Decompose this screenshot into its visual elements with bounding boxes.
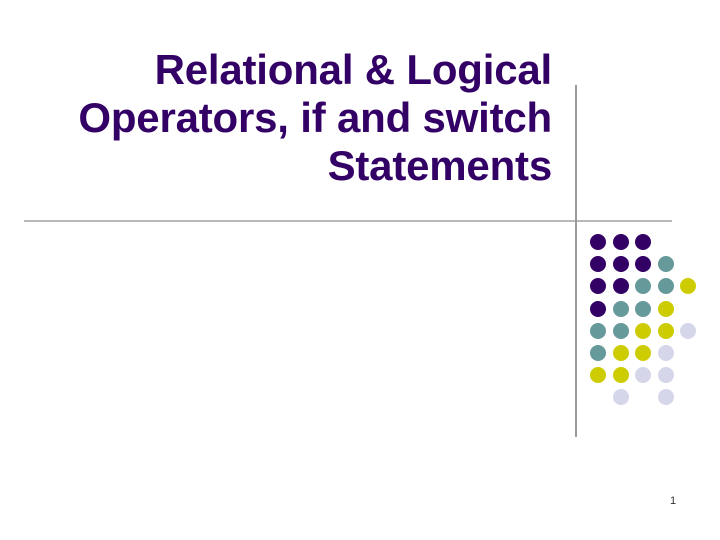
dot-lavender-icon [657, 345, 674, 361]
dot-yellow-icon [657, 322, 674, 339]
dot-teal-icon [612, 322, 629, 339]
dot-teal-icon [612, 300, 629, 317]
dot-yellow-icon [635, 322, 651, 339]
dot-purple-icon [635, 234, 651, 250]
dot-teal-icon [590, 345, 606, 361]
dot-yellow-icon [590, 367, 606, 384]
page-number: 1 [670, 495, 677, 507]
dot-lavender-icon [657, 389, 674, 406]
title-line-1: Relational & Logical [154, 46, 553, 93]
slide-title: Relational & Logical Operators, if and s… [78, 46, 552, 190]
dot-yellow-icon [635, 345, 651, 361]
dot-teal-icon [657, 256, 674, 273]
horizontal-divider [24, 220, 672, 222]
dot-teal-icon [635, 300, 651, 317]
dot-lavender-icon [657, 367, 674, 384]
title-line-3: Statements [327, 142, 553, 189]
dot-lavender-icon [680, 322, 696, 339]
dot-purple-icon [590, 300, 606, 317]
vertical-divider [575, 85, 577, 437]
dot-purple-icon [590, 256, 606, 273]
dot-purple-icon [590, 234, 606, 250]
dot-yellow-icon [612, 345, 629, 361]
dot-purple-icon [590, 278, 606, 295]
dot-purple-icon [612, 278, 629, 295]
dot-yellow-icon [680, 278, 696, 295]
dot-lavender-icon [612, 389, 629, 406]
dot-purple-icon [612, 234, 629, 250]
dot-teal-icon [635, 278, 651, 295]
dot-yellow-icon [657, 300, 674, 317]
title-line-2: Operators, if and switch [78, 94, 552, 141]
dot-teal-icon [590, 322, 606, 339]
dot-purple-icon [635, 256, 651, 273]
dot-teal-icon [657, 278, 674, 295]
dot-yellow-icon [612, 367, 629, 384]
dot-purple-icon [612, 256, 629, 273]
dot-lavender-icon [635, 367, 651, 384]
